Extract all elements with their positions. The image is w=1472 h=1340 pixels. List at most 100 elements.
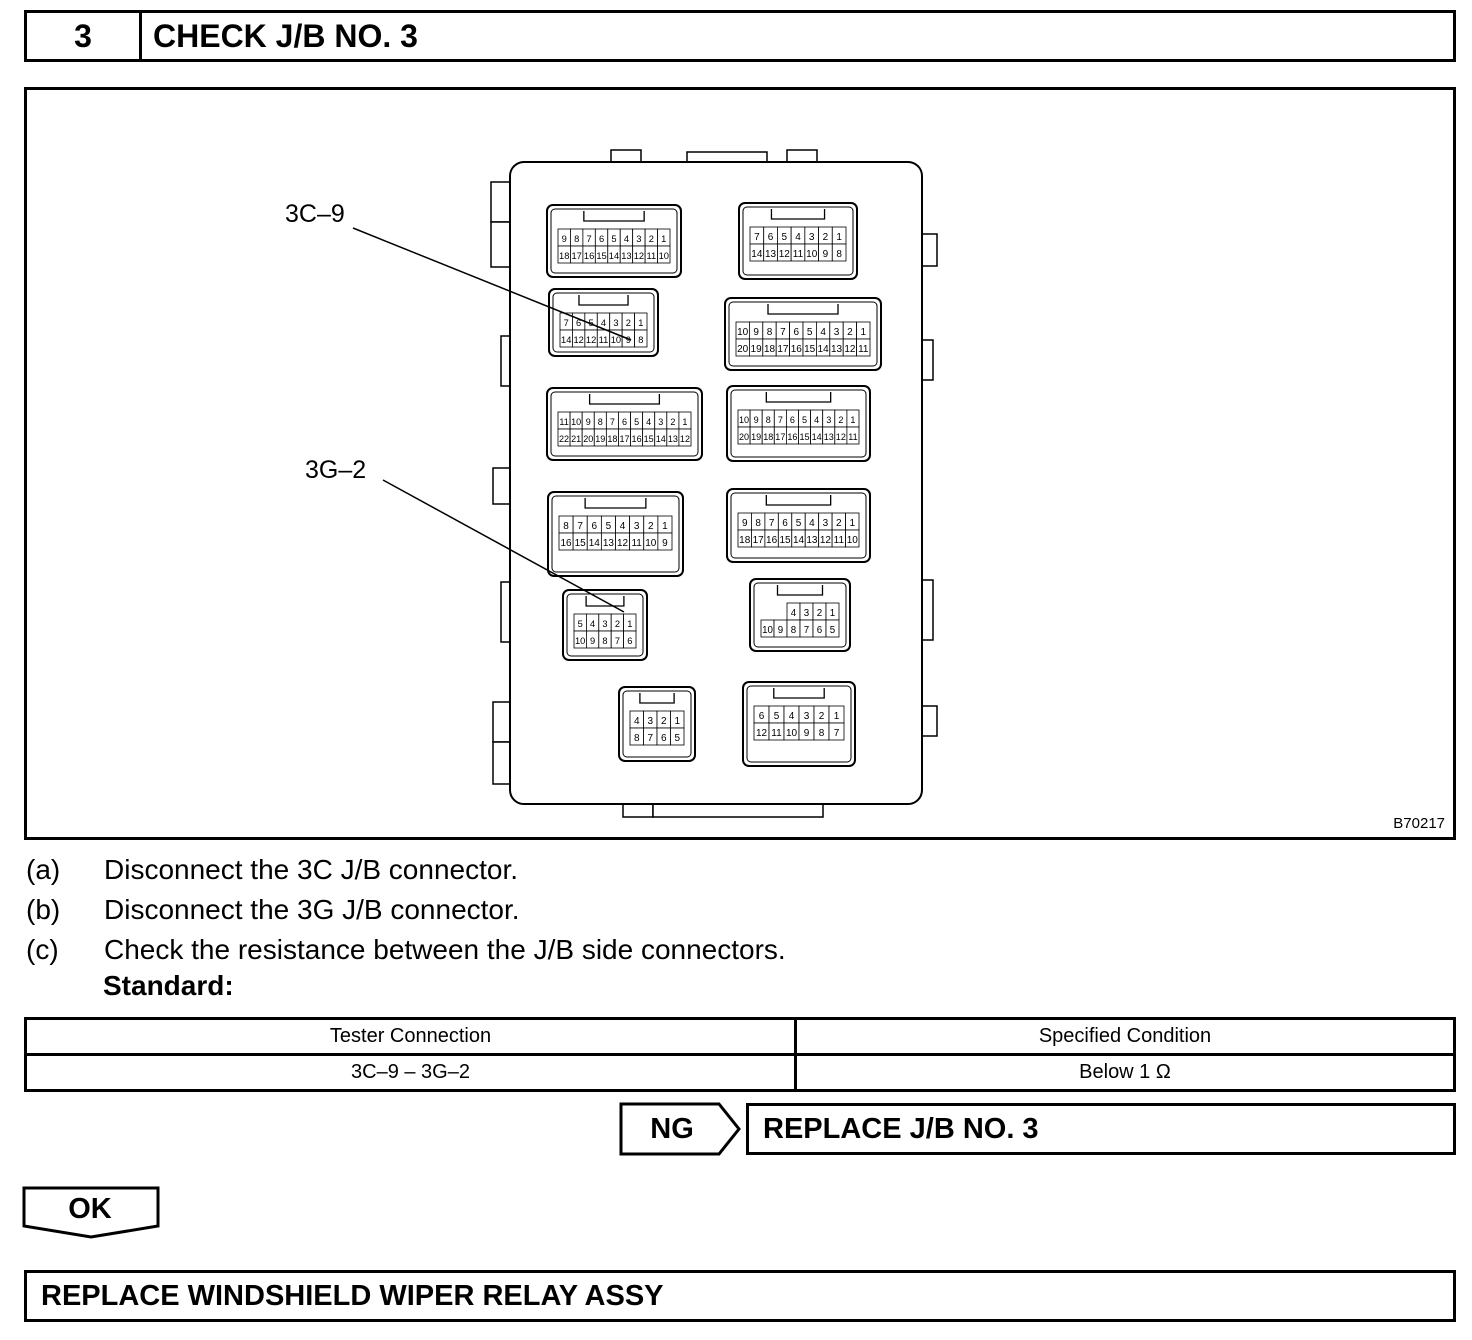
pin-number: 13 xyxy=(668,434,678,444)
callout-3c-9: 3C–9 xyxy=(285,200,345,228)
connector-inner-wall xyxy=(550,208,678,274)
pin-number: 4 xyxy=(634,716,640,727)
pin-number: 5 xyxy=(606,521,612,532)
pin-number: 16 xyxy=(791,344,803,355)
pin-number: 14 xyxy=(609,251,619,261)
pin-number: 19 xyxy=(595,434,605,444)
table-cell: Below 1 Ω xyxy=(794,1053,1456,1092)
pin-number: 9 xyxy=(562,234,567,244)
pin-number: 9 xyxy=(662,538,668,549)
pin-number: 14 xyxy=(589,538,601,549)
pin-number: 16 xyxy=(561,538,573,549)
pin-number: 19 xyxy=(751,432,761,442)
connector-inner-wall xyxy=(566,593,644,657)
pin-number: 6 xyxy=(592,521,598,532)
pin-number: 5 xyxy=(796,518,802,529)
pin-number: 15 xyxy=(779,535,791,546)
pin-number: 12 xyxy=(756,728,768,739)
pin-number: 12 xyxy=(836,432,846,442)
step-title: CHECK J/B NO. 3 xyxy=(153,17,418,54)
pin-number: 1 xyxy=(674,716,680,727)
pin-number: 9 xyxy=(804,728,810,739)
pin-number: 9 xyxy=(586,417,591,427)
pin-number: 10 xyxy=(575,636,585,646)
pin-number: 4 xyxy=(601,318,606,328)
leader-line-3g-2 xyxy=(382,479,625,613)
pin-number: 10 xyxy=(737,327,749,338)
table-header-cell: Specified Condition xyxy=(794,1017,1456,1056)
pin-number: 22 xyxy=(559,434,569,444)
pin-number: 20 xyxy=(583,434,593,444)
pin-cell xyxy=(825,619,840,638)
leader-line-3c-9 xyxy=(352,227,632,341)
pin-number: 15 xyxy=(575,538,587,549)
pin-number: 16 xyxy=(632,434,642,444)
pin-number: 8 xyxy=(574,234,579,244)
table-header-row: Tester Connection Specified Condition xyxy=(24,1017,1456,1056)
connector-inner-wall xyxy=(753,582,847,648)
pin-number: 20 xyxy=(739,432,749,442)
connector-latch xyxy=(578,295,629,306)
pin-number: 3 xyxy=(647,716,653,727)
pin-number: 5 xyxy=(830,625,836,636)
pin-number: 3 xyxy=(826,415,831,425)
pin-number: 9 xyxy=(754,415,759,425)
connector-inner-wall xyxy=(728,301,878,367)
pin-number: 17 xyxy=(775,432,785,442)
connector-latch xyxy=(776,585,824,596)
pin-number: 8 xyxy=(836,249,842,260)
pin-number: 18 xyxy=(607,434,617,444)
step-item: (a) Disconnect the 3C J/B connector. xyxy=(26,850,1026,890)
pin-number: 3 xyxy=(613,318,618,328)
pin-number: 7 xyxy=(577,521,583,532)
ng-action-text: REPLACE J/B NO. 3 xyxy=(763,1112,1039,1145)
pin-number: 2 xyxy=(836,518,842,529)
pin-number: 2 xyxy=(670,417,675,427)
pin-number: 14 xyxy=(793,535,805,546)
housing-tab xyxy=(490,181,512,223)
pin-number: 3 xyxy=(634,521,640,532)
connector-inner-wall xyxy=(551,495,680,573)
pin-number: 1 xyxy=(861,327,867,338)
pin-number: 13 xyxy=(824,432,834,442)
pin-number: 6 xyxy=(627,636,632,646)
pin-number: 18 xyxy=(763,432,773,442)
pin-number: 10 xyxy=(786,728,798,739)
pin-number: 7 xyxy=(587,234,592,244)
pin-number: 11 xyxy=(599,335,609,345)
pin-number: 21 xyxy=(571,434,581,444)
pin-number: 1 xyxy=(834,711,840,722)
pin-number: 20 xyxy=(737,344,749,355)
connector-inner-wall xyxy=(730,389,867,458)
step-text: Disconnect the 3C J/B connector. xyxy=(104,854,518,885)
figure-code: B70217 xyxy=(1393,815,1445,832)
step-header: 3 CHECK J/B NO. 3 xyxy=(24,10,1456,62)
pin-number: 4 xyxy=(590,619,595,629)
pin-number: 7 xyxy=(647,733,653,744)
pin-number: 8 xyxy=(638,335,643,345)
pin-number: 2 xyxy=(615,619,620,629)
pin-number: 4 xyxy=(789,711,795,722)
housing-tab xyxy=(492,741,512,785)
pin-number: 12 xyxy=(617,538,629,549)
pin-number: 11 xyxy=(631,538,642,549)
pin-number: 8 xyxy=(767,327,773,338)
pin-number: 17 xyxy=(777,344,789,355)
connector-inner-wall xyxy=(550,391,699,457)
pin-number: 2 xyxy=(838,415,843,425)
pin-number: 13 xyxy=(603,538,615,549)
connector-inner-wall xyxy=(746,685,852,763)
pin-number: 7 xyxy=(834,728,840,739)
pin-number: 13 xyxy=(806,535,818,546)
step-item: (c) Check the resistance between the J/B… xyxy=(26,930,1026,970)
pin-number: 4 xyxy=(646,417,651,427)
pin-cell xyxy=(657,532,673,551)
connector-latch xyxy=(765,495,832,506)
connector-latch xyxy=(765,392,832,403)
pin-number: 5 xyxy=(674,733,680,744)
pin-number: 7 xyxy=(778,415,783,425)
pin-number: 2 xyxy=(817,608,822,619)
connector-latch xyxy=(770,209,826,220)
step-letter: (b) xyxy=(26,894,61,925)
pin-number: 6 xyxy=(794,327,800,338)
